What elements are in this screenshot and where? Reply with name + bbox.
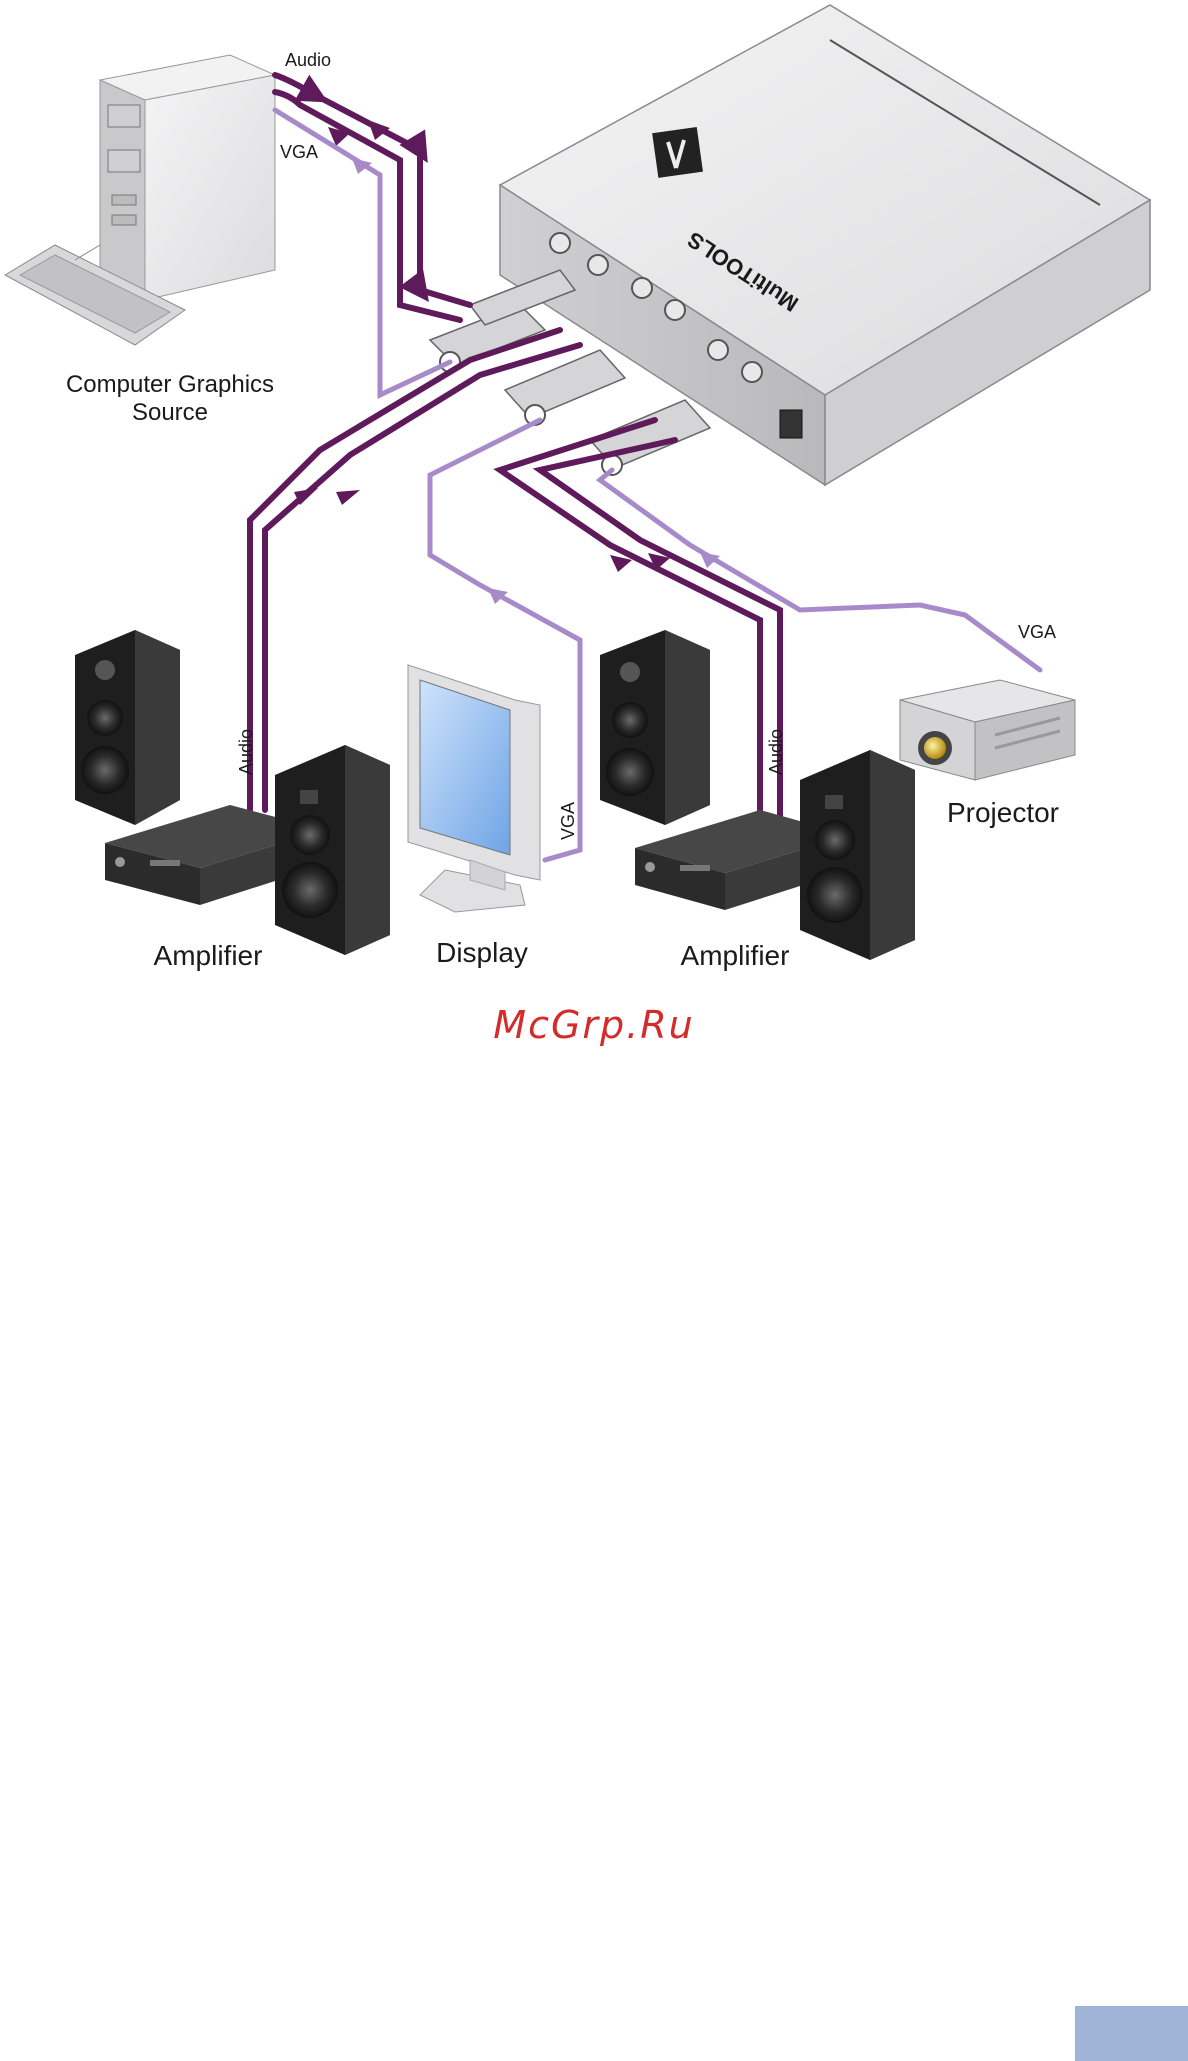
page-number-tab xyxy=(1075,2006,1188,2061)
display-monitor xyxy=(408,665,540,912)
multitools-device: MultiTOOLS xyxy=(430,5,1150,485)
label-source-audio: Audio xyxy=(285,50,331,70)
projector xyxy=(900,680,1075,780)
right-speaker-back xyxy=(600,630,710,825)
label-right-audio: Audio xyxy=(766,729,786,775)
label-display: Display xyxy=(436,937,528,968)
left-speaker-front xyxy=(275,745,390,955)
label-computer-graphics: Computer Graphics xyxy=(66,371,274,398)
left-speaker-back xyxy=(75,630,180,825)
watermark-text: McGrp.Ru xyxy=(0,1003,1188,1047)
label-source-vga: VGA xyxy=(280,142,318,162)
label-amplifier-left: Amplifier xyxy=(154,940,263,971)
label-left-audio: Audio xyxy=(236,729,256,775)
label-projector-vga: VGA xyxy=(1018,622,1056,642)
label-amplifier-right: Amplifier xyxy=(681,940,790,971)
label-display-vga: VGA xyxy=(558,802,578,840)
label-computer-source: Source xyxy=(132,399,208,426)
right-speaker-front xyxy=(800,750,915,960)
computer-graphics-source xyxy=(5,55,275,345)
connection-diagram: MultiTOOLS xyxy=(0,0,1188,980)
label-projector: Projector xyxy=(947,797,1059,828)
kramer-logo-icon xyxy=(652,127,703,178)
